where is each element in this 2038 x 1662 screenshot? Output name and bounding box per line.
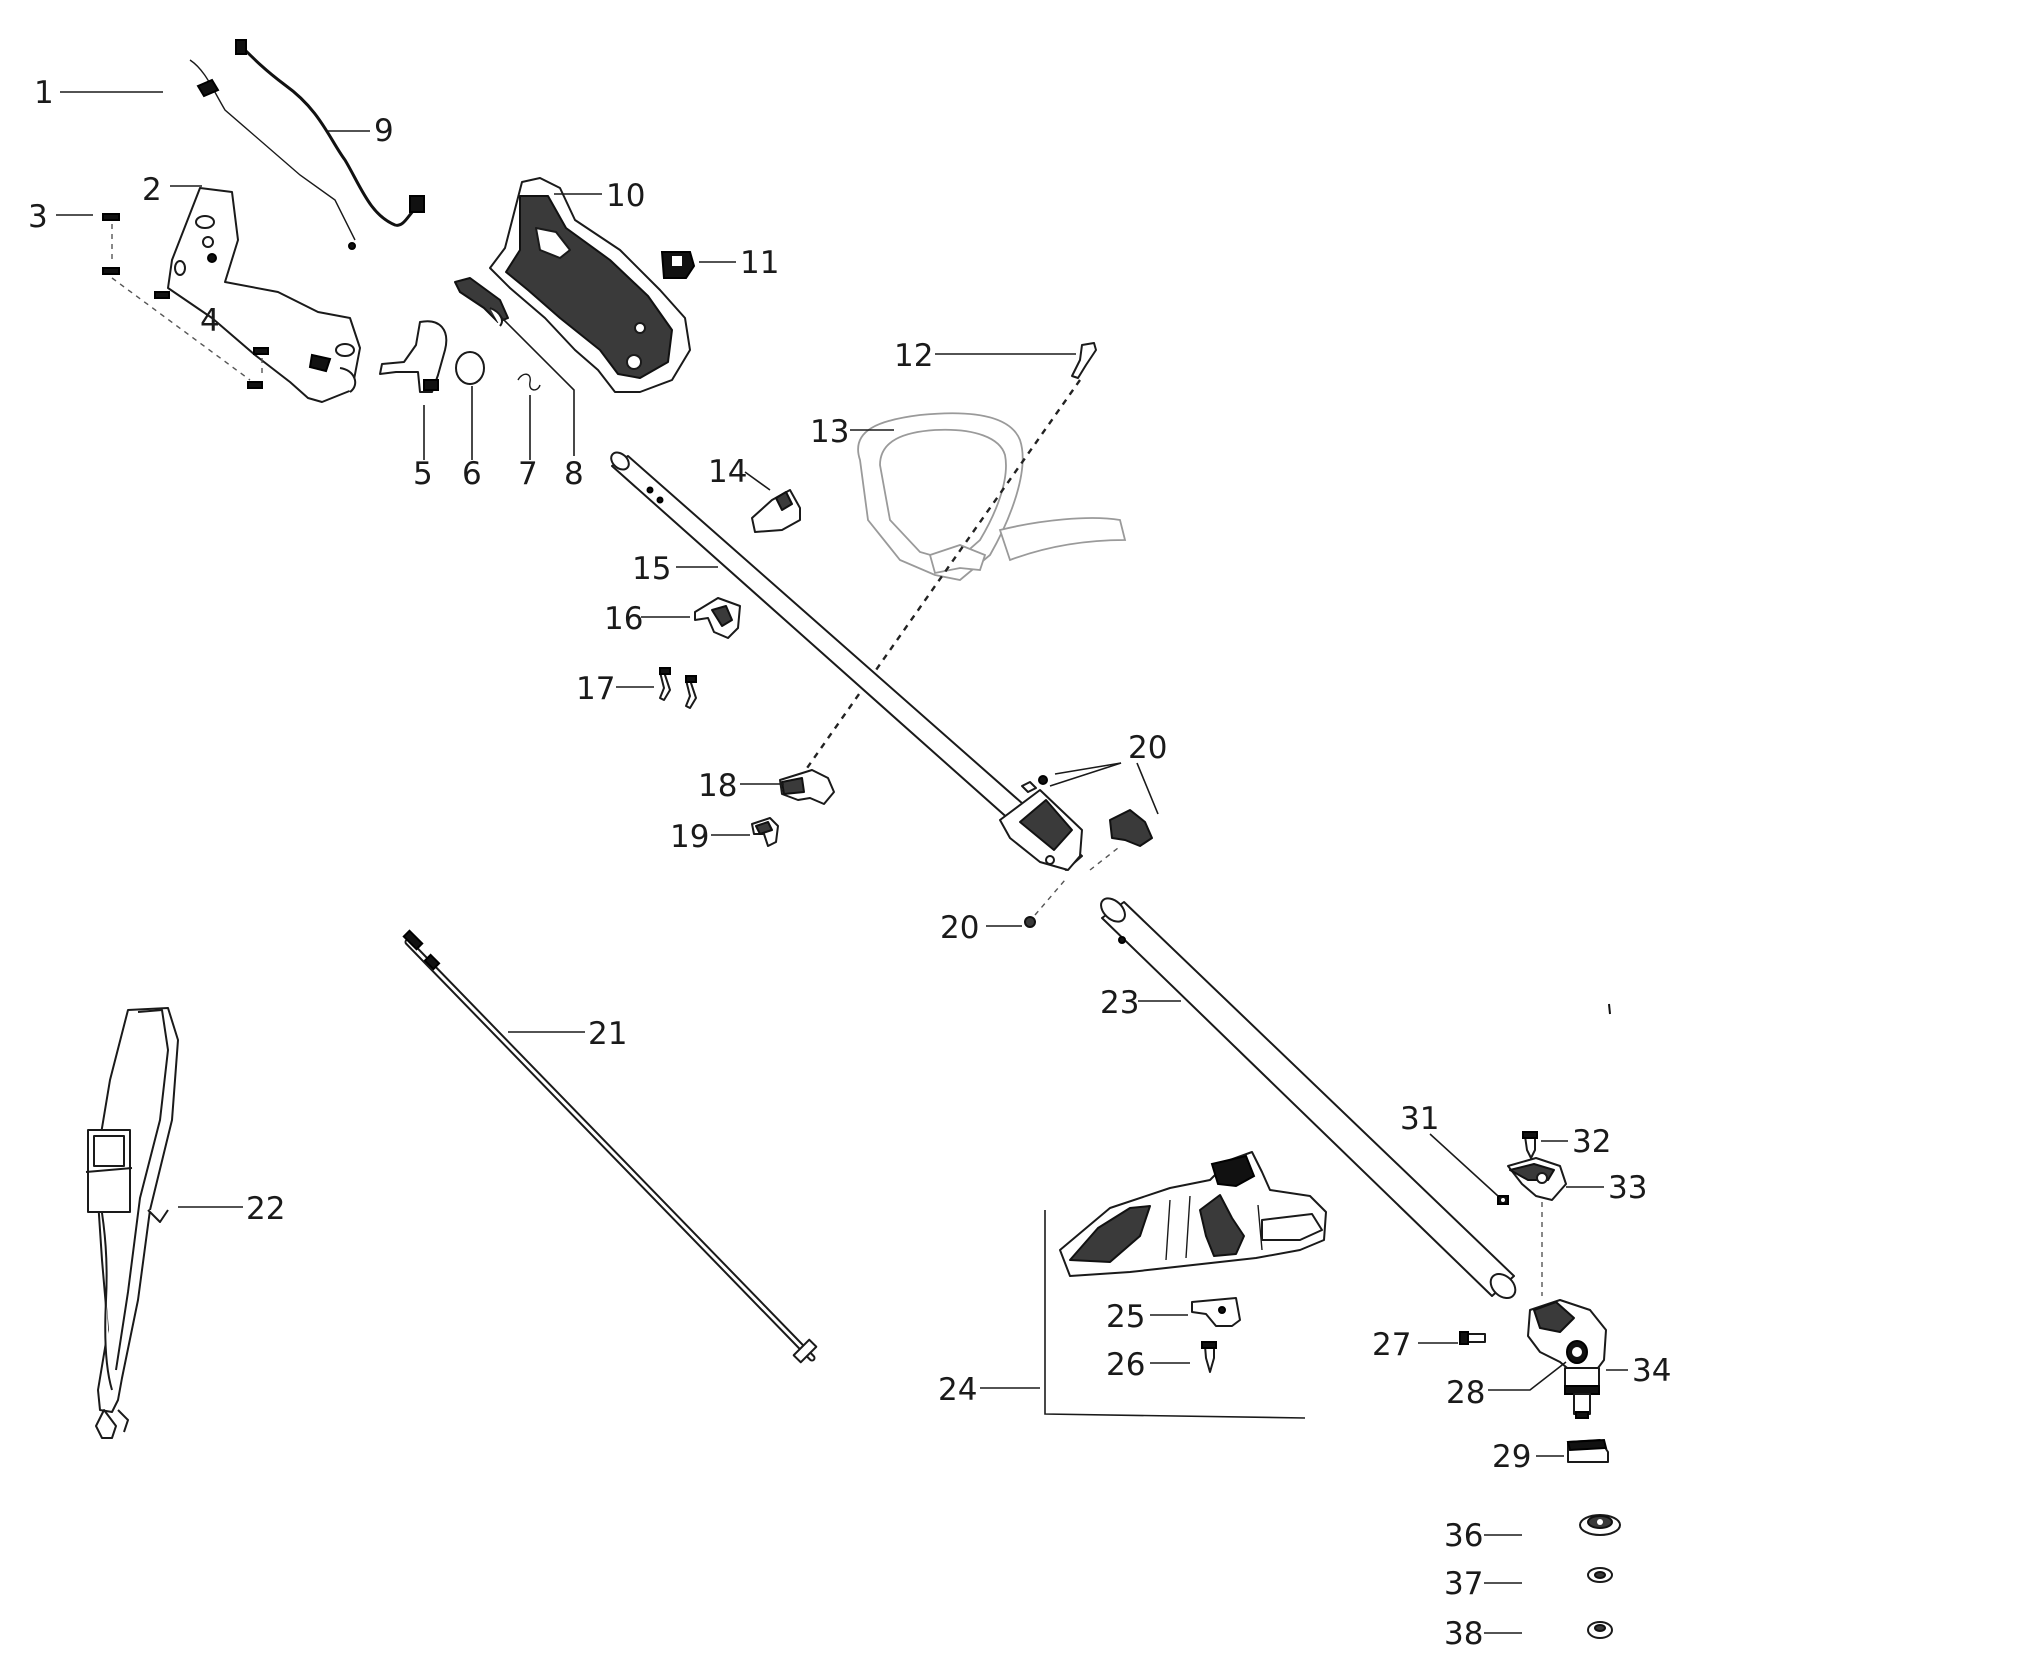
pivot-screw-31 — [1497, 1195, 1509, 1205]
callout-labels: 1 9 2 3 10 4 11 12 13 5 6 7 8 14 15 16 1… — [28, 75, 1671, 1652]
callout-10: 10 — [606, 178, 645, 214]
screw-set-4 — [111, 277, 269, 389]
lockout-lever — [454, 277, 509, 327]
handle-housing-right — [489, 177, 691, 393]
throttle-cable — [189, 59, 356, 250]
callout-25: 25 — [1106, 1299, 1145, 1335]
stray-mark — [1608, 1003, 1611, 1015]
nut-38 — [1587, 1621, 1613, 1639]
callout-1: 1 — [34, 75, 54, 111]
leader-lines — [56, 91, 1628, 1634]
clamp-33 — [1507, 1157, 1567, 1201]
clamp-14 — [751, 489, 801, 533]
callout-24: 24 — [938, 1372, 977, 1408]
callout-14: 14 — [708, 454, 747, 490]
callout-3: 3 — [28, 199, 48, 235]
callout-21: 21 — [588, 1016, 627, 1052]
callout-9: 9 — [374, 113, 394, 149]
clamp-16 — [694, 597, 741, 639]
callout-16: 16 — [604, 601, 643, 637]
callout-20-top: 20 — [1128, 730, 1167, 766]
callout-22: 22 — [246, 1191, 285, 1227]
gearhead-34 — [1527, 1299, 1607, 1419]
callout-19: 19 — [670, 819, 709, 855]
fasteners-20 — [1021, 775, 1153, 928]
callout-2: 2 — [142, 172, 162, 208]
throttle-trigger — [379, 320, 448, 393]
callout-4: 4 — [200, 303, 220, 339]
screw-26 — [1201, 1341, 1217, 1373]
callout-26: 26 — [1106, 1347, 1145, 1383]
callout-28: 28 — [1446, 1375, 1485, 1411]
callout-11: 11 — [740, 245, 779, 281]
handle-clamp-18 — [779, 769, 835, 805]
screw-32 — [1522, 1131, 1538, 1159]
callout-38: 38 — [1444, 1616, 1483, 1652]
callout-13: 13 — [810, 414, 849, 450]
callout-32: 32 — [1572, 1124, 1611, 1160]
screw-27 — [1459, 1331, 1486, 1345]
callout-8: 8 — [564, 456, 584, 492]
washer-29 — [1566, 1438, 1609, 1463]
upper-shaft-15 — [610, 451, 1083, 871]
handle-nut-19 — [751, 817, 779, 847]
shoulder-strap-22 — [85, 1007, 179, 1439]
callout-34: 34 — [1632, 1353, 1671, 1389]
callout-31: 31 — [1400, 1101, 1439, 1137]
washer-36 — [1579, 1514, 1621, 1536]
drive-shaft-21 — [402, 929, 818, 1364]
switch-11 — [660, 251, 696, 279]
callout-20-bottom: 20 — [940, 910, 979, 946]
callout-27: 27 — [1372, 1327, 1411, 1363]
callout-18: 18 — [698, 768, 737, 804]
handle-housing-left — [167, 187, 361, 403]
callout-15: 15 — [632, 551, 671, 587]
callout-6: 6 — [462, 456, 482, 492]
callout-7: 7 — [518, 456, 538, 492]
assembly-line-12-18 — [799, 379, 1081, 779]
screw-set-3 — [102, 213, 120, 275]
guard-bracket-25 — [1191, 1297, 1241, 1327]
callout-37: 37 — [1444, 1566, 1483, 1602]
ring-6 — [455, 351, 485, 385]
bolt-12 — [1071, 342, 1097, 379]
callout-36: 36 — [1444, 1518, 1483, 1554]
guard-bracket-line — [1044, 1210, 1306, 1419]
callout-5: 5 — [413, 456, 433, 492]
loop-handle-13 — [857, 412, 1127, 581]
callout-33: 33 — [1608, 1170, 1647, 1206]
callout-12: 12 — [894, 338, 933, 374]
washer-37 — [1587, 1567, 1613, 1583]
callout-17: 17 — [576, 671, 615, 707]
trimmer-guard-24 — [1059, 1151, 1327, 1277]
callout-23: 23 — [1100, 985, 1139, 1021]
ignition-wire — [235, 39, 425, 227]
spring-7 — [517, 373, 541, 391]
lower-shaft-23 — [1100, 897, 1517, 1300]
screws-17 — [659, 667, 697, 709]
callout-29: 29 — [1492, 1439, 1531, 1475]
